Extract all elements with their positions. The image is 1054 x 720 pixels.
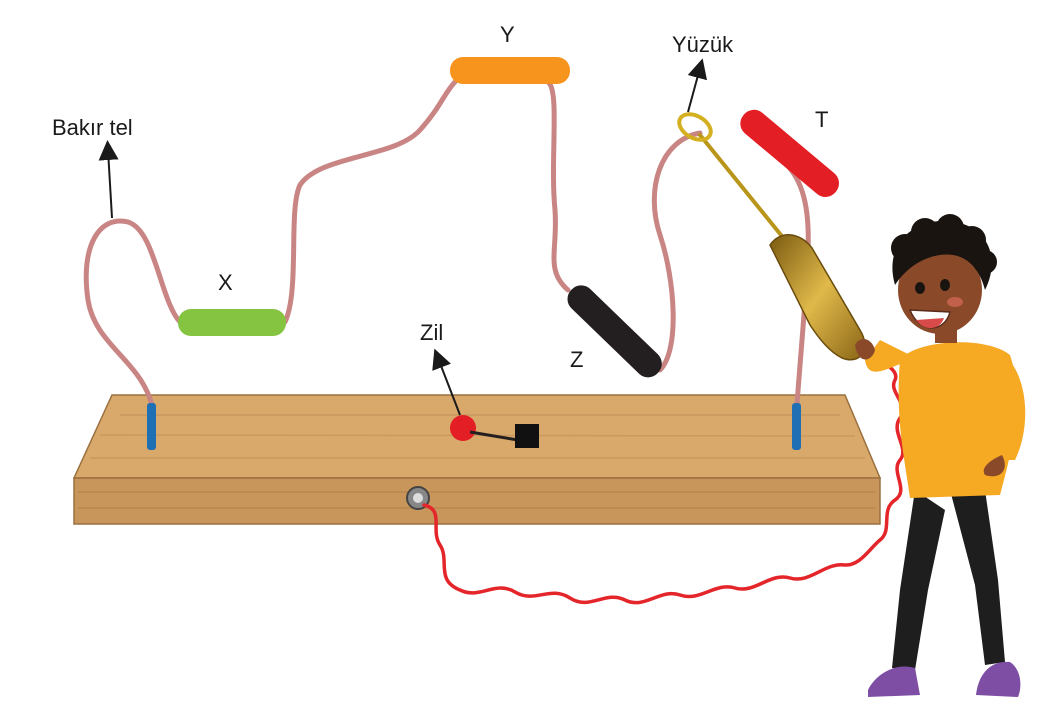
insulator-z	[567, 285, 662, 378]
wooden-board	[72, 394, 882, 525]
label-z: Z	[570, 347, 583, 372]
insulator-y	[450, 57, 570, 84]
bell	[450, 415, 539, 448]
person	[855, 214, 1026, 697]
label-ring: Yüzük	[672, 32, 734, 57]
arrow-bell	[432, 348, 461, 416]
insulator-x	[178, 309, 286, 336]
label-copper-wire: Bakır tel	[52, 115, 133, 140]
ring-icon	[677, 112, 713, 142]
arrow-copper-wire	[98, 140, 119, 219]
ring-wand	[677, 112, 866, 361]
arrow-ring	[687, 58, 708, 113]
copper-wire	[83, 79, 811, 408]
label-x: X	[218, 270, 233, 295]
label-bell: Zil	[420, 320, 443, 345]
post-left	[147, 403, 156, 450]
label-t: T	[815, 107, 828, 132]
red-wire	[422, 353, 905, 605]
post-right	[792, 403, 801, 450]
label-y: Y	[500, 22, 515, 47]
insulator-t	[740, 109, 840, 197]
